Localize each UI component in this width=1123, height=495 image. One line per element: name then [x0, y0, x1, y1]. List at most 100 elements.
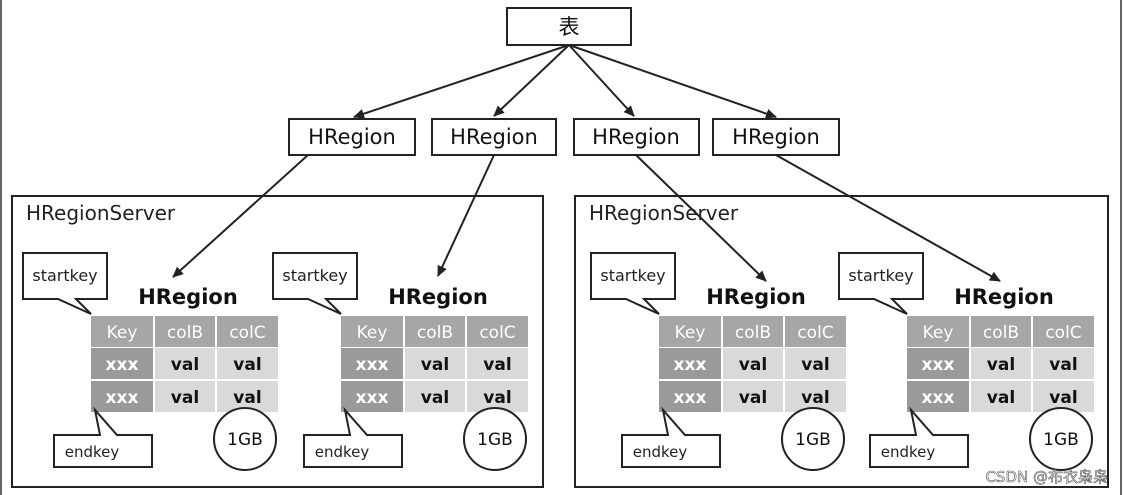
table-header: Key: [675, 323, 706, 343]
region-title: HRegion: [954, 285, 1054, 309]
startkey-callout: [590, 252, 676, 315]
table-cell-value: val: [171, 355, 199, 375]
size-label: 1GB: [477, 430, 513, 450]
table-cell: [659, 381, 721, 412]
endkey-callout: [869, 406, 969, 468]
table-cell: [785, 348, 846, 379]
table-cell: [907, 381, 969, 412]
server-label: HRegionServer: [26, 201, 176, 225]
table-label: 表: [559, 15, 580, 39]
table-cell-value: xxx: [106, 388, 139, 408]
arrow: [172, 154, 309, 278]
endkey-callout: [303, 406, 403, 468]
table-cell: [467, 381, 528, 412]
size-circle: [781, 407, 845, 471]
table-header-cell: [91, 316, 153, 347]
region-title: HRegion: [388, 285, 488, 309]
table-node: 表: [506, 7, 632, 46]
table-cell-value: val: [801, 388, 829, 408]
table-cell: [217, 348, 278, 379]
table-cell-value: xxx: [922, 355, 955, 375]
startkey-label: startkey: [848, 266, 913, 285]
size-label: 1GB: [1043, 430, 1079, 450]
hregion-label: HRegion: [732, 125, 820, 149]
table-cell: [723, 348, 783, 379]
table-cell-value: xxx: [674, 388, 707, 408]
table-cell: [405, 381, 465, 412]
endkey-label: endkey: [881, 443, 936, 461]
table-header-cell: [907, 316, 969, 347]
arrow: [493, 44, 570, 117]
table-header-cell: [723, 316, 783, 347]
arrow: [437, 154, 495, 277]
table-header: colB: [167, 323, 203, 343]
watermark: CSDN @布衣枭枭: [985, 468, 1108, 487]
table-cell: [785, 381, 846, 412]
arrow: [568, 44, 635, 117]
table-cell-value: val: [483, 355, 511, 375]
startkey-label: startkey: [282, 266, 347, 285]
hregion-node-1: HRegion: [288, 118, 416, 156]
table-header: colB: [417, 323, 453, 343]
endkey-callout: [53, 406, 153, 468]
startkey-callout: [22, 252, 108, 315]
table-cell: [723, 381, 783, 412]
table-cell-value: val: [987, 355, 1015, 375]
table-header-cell: [785, 316, 846, 347]
table-header: colB: [983, 323, 1019, 343]
server-right: HRegionServer: [574, 195, 1109, 488]
endkey-label: endkey: [633, 443, 688, 461]
hregion-node-3: HRegion: [573, 118, 700, 156]
table-header-cell: [1033, 316, 1094, 347]
table-cell-value: xxx: [356, 355, 389, 375]
server-label: HRegionServer: [589, 201, 739, 225]
size-circle: [1029, 407, 1093, 471]
table-header: Key: [107, 323, 138, 343]
table-header: colC: [229, 323, 265, 343]
table-cell-value: xxx: [674, 355, 707, 375]
arrow: [353, 44, 570, 119]
table-header-cell: [659, 316, 721, 347]
table-cell: [341, 348, 403, 379]
table-cell: [467, 348, 528, 379]
table-cell-value: val: [421, 355, 449, 375]
table-cell-value: xxx: [106, 355, 139, 375]
table-cell-value: val: [739, 355, 767, 375]
table-cell-value: val: [801, 355, 829, 375]
table-header-cell: [341, 316, 403, 347]
startkey-label: startkey: [600, 266, 665, 285]
size-label: 1GB: [795, 430, 831, 450]
table-cell: [405, 348, 465, 379]
watermark-text: CSDN @布衣枭枭: [985, 468, 1108, 486]
arrow: [775, 154, 1001, 282]
table-header: colC: [479, 323, 515, 343]
hregion-label: HRegion: [308, 125, 396, 149]
table-header: Key: [923, 323, 954, 343]
arrow: [568, 44, 777, 119]
table-cell: [91, 381, 153, 412]
table-cell-value: val: [1049, 388, 1077, 408]
table-cell-value: val: [987, 388, 1015, 408]
table-cell: [971, 381, 1031, 412]
hregion-node-4: HRegion: [712, 118, 840, 156]
table-cell: [1033, 348, 1094, 379]
table-cell: [155, 348, 215, 379]
table-cell-value: val: [233, 388, 261, 408]
startkey-callout: [272, 252, 358, 315]
table-cell: [659, 348, 721, 379]
region-to-server-arrows: [172, 154, 1001, 282]
table-cell: [155, 381, 215, 412]
size-circle: [463, 407, 527, 471]
server-left: HRegionServer: [11, 195, 544, 488]
region-title: HRegion: [138, 285, 238, 309]
table-to-region-arrows: [353, 44, 777, 119]
table-cell: [217, 381, 278, 412]
hregion-label: HRegion: [592, 125, 680, 149]
hregion-label: HRegion: [450, 125, 538, 149]
table-cell: [91, 348, 153, 379]
table-header-cell: [155, 316, 215, 347]
table-cell-value: xxx: [922, 388, 955, 408]
endkey-label: endkey: [315, 443, 370, 461]
